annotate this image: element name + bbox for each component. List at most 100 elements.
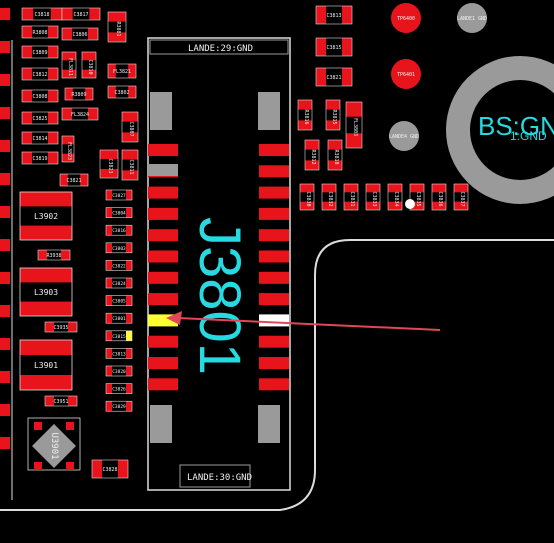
- component-label: C3822: [112, 263, 126, 269]
- component-c3827[interactable]: C3827: [105, 189, 133, 201]
- component-c3817[interactable]: C3817: [61, 7, 101, 21]
- connector-pin-right[interactable]: [259, 144, 289, 156]
- component-c3808[interactable]: C3808: [21, 89, 59, 103]
- component-c3836[interactable]: C3836: [431, 183, 447, 211]
- component-label: C3810: [87, 59, 93, 74]
- component-fl3823[interactable]: FL3823: [61, 135, 75, 163]
- component-c3821b[interactable]: C3821: [59, 173, 89, 187]
- component-c3807[interactable]: C3807: [121, 111, 139, 143]
- connector-pin-right[interactable]: [259, 271, 289, 284]
- component-fl3811[interactable]: FL3811: [61, 51, 77, 79]
- connector-pin-right[interactable]: [259, 314, 289, 327]
- connector-pin-right[interactable]: [259, 357, 289, 369]
- component-r3812[interactable]: R3812: [304, 139, 320, 171]
- component-c3828[interactable]: C3828: [91, 459, 129, 479]
- component-label: R3808: [32, 30, 47, 36]
- connector-pin-right[interactable]: [259, 165, 289, 178]
- component-c3820[interactable]: C3820: [105, 365, 133, 377]
- component-c3804[interactable]: C3804: [105, 207, 133, 218]
- testpoint-tp6401[interactable]: TP6401: [391, 59, 421, 89]
- component-c3826[interactable]: C3826: [105, 383, 133, 394]
- connector-pin-left[interactable]: [148, 186, 178, 199]
- component-c3815[interactable]: C3815: [105, 330, 133, 342]
- connector-pin-left[interactable]: [148, 335, 178, 348]
- component-label: C3828: [102, 467, 117, 473]
- component-c3831[interactable]: C3831: [343, 183, 359, 211]
- connector-j3801[interactable]: LANDE:29:GND LANDE:30:GND J3801: [147, 37, 291, 491]
- component-r3808[interactable]: R3808: [21, 25, 59, 39]
- component-r3881[interactable]: R3881: [107, 11, 127, 43]
- inductor-l3902[interactable]: L3902: [19, 191, 73, 241]
- connector-pin-right[interactable]: [259, 207, 289, 220]
- component-c3951[interactable]: C3951: [44, 395, 78, 407]
- connector-pin-right[interactable]: [259, 335, 289, 348]
- connector-pin-right[interactable]: [259, 229, 289, 242]
- component-c3825[interactable]: C3825: [21, 111, 59, 125]
- component-c3823[interactable]: C3823: [99, 149, 119, 179]
- component-label: C3832: [327, 191, 333, 206]
- component-c3803[interactable]: C3803: [105, 242, 133, 254]
- component-c3822[interactable]: C3822: [105, 260, 133, 271]
- component-fl3824[interactable]: FL3824: [61, 107, 99, 121]
- component-c3812[interactable]: C3812: [21, 67, 59, 81]
- component-label: C3806: [72, 32, 87, 38]
- testpoint-tp6400[interactable]: TP6400: [391, 3, 421, 33]
- component-c3802[interactable]: C3802: [107, 85, 137, 99]
- component-c3830[interactable]: C3830: [299, 183, 315, 211]
- component-c3810[interactable]: C3810: [81, 51, 97, 79]
- edge-pad: [0, 437, 10, 449]
- component-c3813r[interactable]: C3813: [315, 5, 353, 25]
- component-c3824[interactable]: C3824: [105, 277, 133, 289]
- land-lande4[interactable]: LANDE4 GND: [389, 121, 419, 151]
- component-c3815r[interactable]: C3815: [315, 37, 353, 57]
- component-r3815[interactable]: R3815: [325, 99, 341, 131]
- connector-pin-left[interactable]: [148, 207, 178, 220]
- component-label: C3809: [32, 50, 47, 56]
- component-label: C3837: [459, 191, 465, 206]
- connector-pin-left[interactable]: [148, 229, 178, 242]
- component-c3806[interactable]: C3806: [61, 27, 99, 41]
- component-c3814[interactable]: C3814: [21, 131, 59, 145]
- component-c3816[interactable]: C3816: [105, 224, 133, 236]
- component-c3819[interactable]: C3819: [21, 151, 59, 165]
- component-c3829[interactable]: C3829: [105, 400, 133, 412]
- component-r3809[interactable]: R3809: [64, 87, 94, 101]
- component-c3811[interactable]: C3811: [121, 149, 139, 181]
- chip-u3901[interactable]: U3901: [27, 417, 81, 471]
- connector-pin-left[interactable]: [148, 250, 178, 263]
- component-r3816[interactable]: R3816: [297, 99, 313, 131]
- connector-pin-left[interactable]: [148, 271, 178, 284]
- component-c3813[interactable]: C3813: [105, 348, 133, 359]
- connector-pin-left[interactable]: [148, 144, 178, 156]
- component-c3935[interactable]: C3935: [44, 321, 78, 333]
- connector-pin-left[interactable]: [148, 378, 178, 391]
- component-c3832[interactable]: C3832: [321, 183, 337, 211]
- component-c3833[interactable]: C3833: [365, 183, 381, 211]
- connector-pin-left-gray[interactable]: [148, 164, 178, 176]
- component-c3801[interactable]: C3801: [105, 312, 133, 324]
- connector-pin-right[interactable]: [259, 250, 289, 263]
- connector-pin-left[interactable]: [148, 293, 178, 306]
- connector-pin-left[interactable]: [148, 357, 178, 369]
- component-fl3803[interactable]: FL3803: [345, 101, 363, 149]
- connector-pin-right[interactable]: [259, 378, 289, 391]
- component-c3834[interactable]: C3834: [387, 183, 403, 211]
- component-r3938[interactable]: R3938: [37, 249, 71, 261]
- connector-pin-right[interactable]: [259, 186, 289, 199]
- component-label: C3811: [128, 159, 134, 174]
- component-r3818[interactable]: R3818: [327, 139, 343, 171]
- inductor-l3903[interactable]: L3903: [19, 267, 73, 317]
- connector-pin-right[interactable]: [259, 293, 289, 306]
- land-lande1[interactable]: LANDE1 GND: [457, 3, 487, 33]
- component-c3835[interactable]: C3835: [409, 183, 425, 211]
- component-label: C3824: [112, 281, 126, 287]
- via-dot: [405, 199, 415, 209]
- component-c3821r[interactable]: C3821: [315, 67, 353, 87]
- component-c3837[interactable]: C3837: [453, 183, 469, 211]
- component-fl3821[interactable]: FL3821: [107, 63, 137, 79]
- component-c3818[interactable]: C3818: [21, 7, 63, 21]
- component-c3809[interactable]: C3809: [21, 45, 59, 59]
- inductor-l3901[interactable]: L3901: [19, 339, 73, 391]
- component-c3805[interactable]: C3805: [105, 295, 133, 306]
